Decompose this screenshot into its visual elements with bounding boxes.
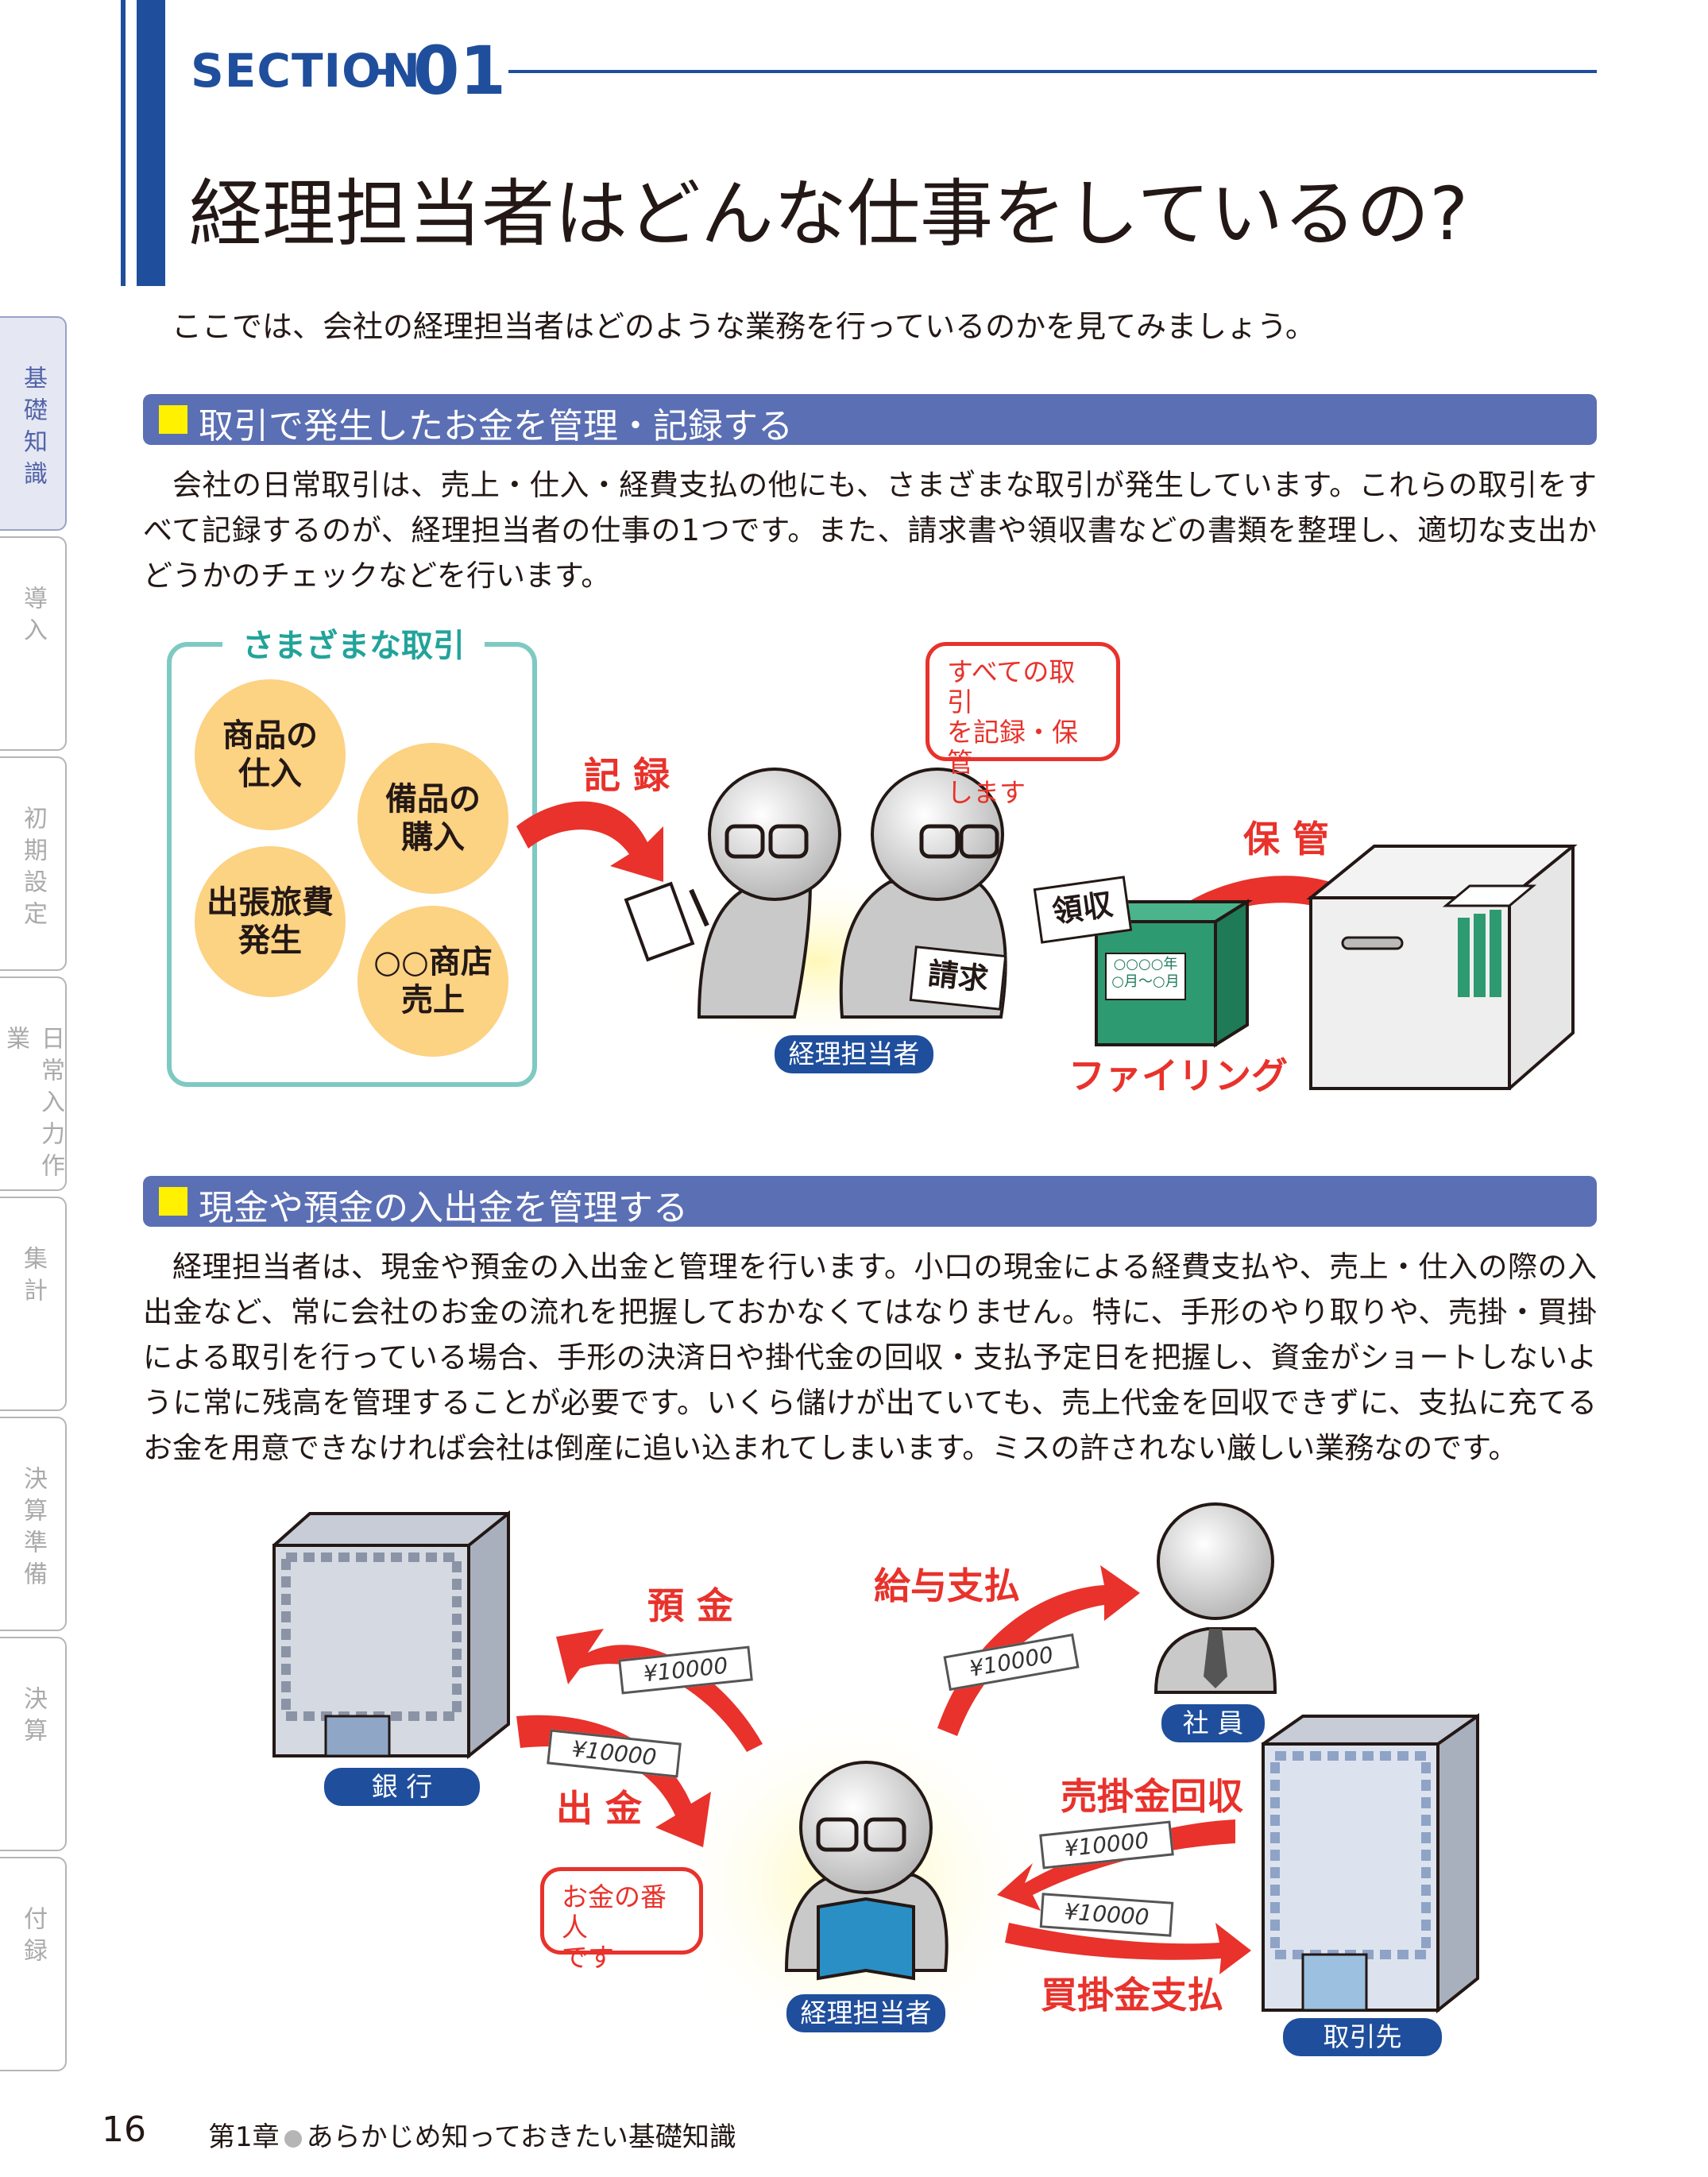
transaction-circle: ○○商店 売上 (357, 906, 508, 1057)
cabinet-icon (1306, 845, 1578, 1090)
side-tab-label: 集計 (19, 1246, 47, 1309)
payable-label: 買掛金支払 (1041, 1974, 1223, 2017)
bullet-icon (284, 2129, 302, 2148)
filing-label: ファイリング (1068, 1054, 1288, 1097)
section2-heading: 現金や預金の入出金を管理する (199, 1188, 688, 1228)
section1-paragraph: 会社の日常取引は、売上・仕入・経費支払の他にも、さまざまな取引が発生しています。… (143, 468, 1597, 593)
side-tab-label: 決算準備 (19, 1466, 47, 1593)
receivable-arrow (997, 1819, 1235, 1911)
side-tab-closing-prep[interactable]: 決算準備 (0, 1417, 67, 1631)
section2-body: 経理担当者は、現金や預金の入出金と管理を行います。小口の現金による経費支払や、売… (143, 1244, 1597, 1471)
section1-heading: 取引で発生したお金を管理・記録する (199, 406, 793, 447)
section2-paragraph: 経理担当者は、現金や預金の入出金と管理を行います。小口の現金による経費支払や、売… (143, 1250, 1597, 1465)
section1-marker (159, 405, 187, 434)
bank-building-icon (272, 1510, 510, 1760)
clerk-with-book-figure (784, 1761, 949, 1981)
speech-bubble: お金の番人 です (540, 1867, 703, 1973)
record-label: 記 録 (584, 754, 670, 797)
section-word: SECTION (191, 44, 421, 98)
side-tab-appendix[interactable]: 付録 (0, 1857, 67, 2071)
employee-badge: 社 員 (1161, 1704, 1265, 1742)
side-tab-closing[interactable]: 決算 (0, 1637, 67, 1851)
transactions-title: さまざまな取引 (242, 628, 465, 664)
side-tab-label: 決算 (19, 1686, 47, 1750)
footer-chapter: 第1章あらかじめ知っておきたい基礎知識 (208, 2115, 736, 2154)
salary-label: 給与支払 (874, 1564, 1020, 1607)
salary-arrow (937, 1565, 1140, 1736)
clerk-badge: 経理担当者 (786, 1994, 945, 2032)
transaction-circle: 商品の 仕入 (195, 679, 346, 830)
frame-title-gap (222, 624, 485, 660)
section2-heading-bar (143, 1176, 1597, 1227)
side-tab-label: 基礎知識 (19, 365, 47, 493)
employee-figure (1153, 1502, 1277, 1694)
binder-icon (1091, 899, 1253, 1048)
deposit-label: 預 金 (647, 1584, 734, 1627)
page-number: 16 (102, 2109, 146, 2150)
section-number: 01 (413, 32, 506, 110)
section1-heading-bar (143, 394, 1597, 445)
section-dash: – (373, 41, 396, 95)
side-tab-label: 日常入力作業 (2, 1026, 64, 1185)
side-tab-install[interactable]: 導入 (0, 536, 67, 751)
side-tab-label: 初期設定 (19, 806, 47, 933)
withdraw-label: 出 金 (556, 1787, 643, 1830)
payable-arrow (1005, 1923, 1251, 1974)
page-title: 経理担当者はどんな仕事をしているの? (189, 172, 1469, 257)
storage-label: 保 管 (1243, 818, 1330, 860)
partner-badge: 取引先 (1283, 2018, 1442, 2056)
intro-text: ここでは、会社の経理担当者はどのような業務を行っているのかを見てみましょう。 (172, 309, 1316, 344)
partner-building-icon (1262, 1713, 1479, 2014)
clerk-figure (624, 768, 841, 1019)
header-rule (508, 70, 1597, 73)
side-tab-label: 導入 (19, 586, 47, 649)
record-arrow (516, 801, 663, 882)
deposit-arrow (556, 1629, 763, 1752)
side-tab-totals[interactable]: 集計 (0, 1197, 67, 1411)
invoice-card: 請求 (909, 945, 1007, 1011)
side-tab-basics[interactable]: 基礎知識 (0, 316, 67, 531)
section1-body: 会社の日常取引は、売上・仕入・経費支払の他にも、さまざまな取引が発生しています。… (143, 462, 1597, 598)
chapter-number: 第1章 (208, 2121, 280, 2153)
transaction-circle: 出張旅費 発生 (195, 846, 346, 997)
side-tab-initial-setup[interactable]: 初期設定 (0, 756, 67, 971)
receivable-label: 売掛金回収 (1061, 1775, 1243, 1818)
binder-label: ○○○○年 ○月〜○月 (1111, 956, 1180, 990)
clerk-badge: 経理担当者 (775, 1035, 933, 1073)
speech-bubble: すべての取引 を記録・保管 します (925, 642, 1120, 808)
side-tab-label: 付録 (19, 1906, 47, 1970)
header-accent-bar-thin (121, 0, 126, 286)
section2-marker (159, 1187, 187, 1216)
bank-badge: 銀 行 (324, 1768, 480, 1806)
header-accent-bar (137, 0, 165, 286)
side-tab-daily-input[interactable]: 日常入力作業 (0, 976, 67, 1191)
transaction-circle: 備品の 購入 (357, 743, 508, 894)
chapter-title: あらかじめ知っておきたい基礎知識 (306, 2121, 736, 2153)
